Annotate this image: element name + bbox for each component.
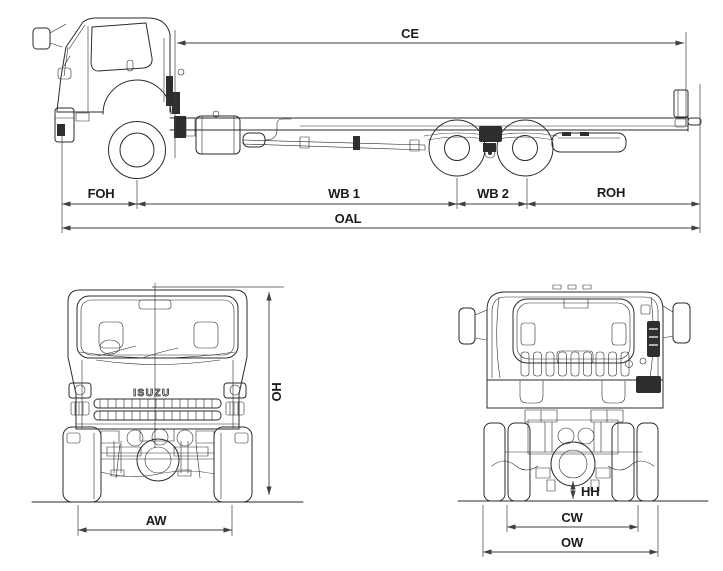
passenger-seat (193, 321, 219, 349)
battery-box (636, 376, 661, 393)
rear-differential (550, 441, 596, 487)
front-fender-arch (102, 79, 172, 115)
wipers (97, 345, 179, 359)
dimension-oh: OH (266, 292, 284, 495)
rear-vent-ribs (520, 351, 630, 377)
wb1-label: WB 1 (328, 186, 360, 201)
oh-label: OH (269, 382, 284, 401)
tail-bracket (673, 89, 702, 128)
ce-label: CE (401, 26, 419, 41)
fuel-tank (195, 110, 241, 155)
left-leaf-spring (106, 446, 142, 457)
cab-step (75, 112, 90, 122)
dimension-row: FOH WB 1 WB 2 ROH (61, 84, 701, 233)
rear-wheel-2 (496, 119, 554, 177)
dimension-cw: CW (506, 505, 639, 532)
foh-label: FOH (88, 186, 115, 201)
hh-label: HH (581, 484, 599, 499)
front-right-tire (213, 426, 253, 503)
ow-label: OW (561, 535, 584, 550)
rear-fender (551, 132, 627, 153)
grab-handle (647, 321, 660, 357)
aw-label: AW (146, 513, 167, 528)
side-cab (32, 17, 172, 143)
rear-cab-fittings (458, 302, 691, 393)
rear-left-inner-tire (507, 422, 531, 502)
front-bumper (54, 107, 75, 143)
dimension-aw: AW (77, 505, 233, 536)
grille-upper (93, 398, 222, 409)
cw-label: CW (561, 510, 583, 525)
rear-lower-band (486, 379, 664, 409)
lower-mirror (57, 67, 72, 80)
side-door-window (90, 22, 153, 72)
rear-lamp (640, 304, 651, 315)
wb2-label: WB 2 (477, 186, 509, 201)
rear-left-mirror (458, 307, 476, 345)
rear-frame-axle (491, 409, 655, 492)
dimension-oal: OAL (62, 211, 700, 231)
front-wheel (108, 121, 166, 179)
door-handle (126, 59, 134, 72)
side-view: CE FOH WB 1 WB 2 ROH OAL (32, 17, 702, 233)
front-differential (136, 438, 180, 482)
side-mirror (32, 27, 51, 50)
chassis-frame (169, 111, 689, 132)
front-lights-grille: ISUZU (68, 382, 247, 442)
left-headlight (68, 382, 92, 399)
rear-cab (486, 284, 664, 381)
rear-wheel-1 (428, 119, 486, 177)
driveshaft (242, 136, 426, 152)
sun-visor (138, 299, 172, 310)
tow-hook (687, 117, 702, 126)
oal-label: OAL (335, 211, 362, 226)
rear-view: HH CW OW (457, 284, 709, 557)
isuzu-badge: ISUZU (133, 388, 171, 399)
grille-lower (93, 410, 222, 421)
rear-right-outer-tire (636, 422, 659, 502)
roh-label: ROH (597, 185, 625, 200)
front-view: ISUZU (31, 282, 304, 536)
front-wheels-axle (62, 426, 253, 503)
windshield (76, 295, 239, 359)
dimension-ow: OW (482, 505, 659, 557)
rear-suspension (423, 126, 558, 159)
right-leaf-spring (173, 446, 209, 457)
rear-right-mirror (672, 302, 691, 344)
driver-seat (98, 321, 124, 349)
right-headlight (223, 382, 247, 399)
rear-left-outer-tire (483, 422, 506, 502)
exhaust-muffler (242, 118, 292, 148)
dimension-ce: CE (174, 26, 687, 158)
front-left-tire (62, 426, 102, 503)
front-cab (67, 289, 248, 430)
steering-wheel (99, 339, 121, 355)
dimension-hh: HH (570, 481, 600, 499)
rear-right-inner-tire (611, 422, 635, 502)
behind-cab-equipment (166, 68, 196, 138)
tie-rod (100, 470, 215, 477)
license-plate (139, 428, 175, 442)
